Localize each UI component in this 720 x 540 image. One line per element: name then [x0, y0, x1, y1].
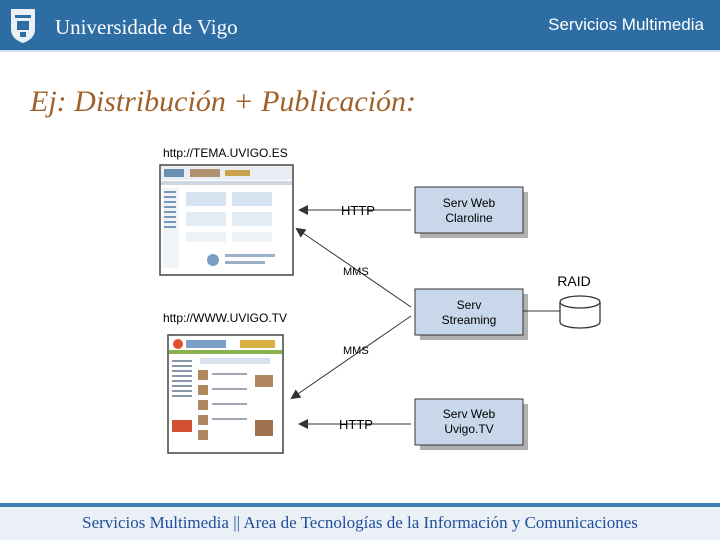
server-claroline-line1: Serv Web: [443, 196, 496, 210]
protocol-mms-top: MMS: [343, 266, 369, 278]
url-tema: http://TEMA.UVIGO.ES: [163, 146, 288, 160]
server-claroline: Serv Web Claroline: [415, 187, 528, 238]
server-uvigotv-line1: Serv Web: [443, 407, 496, 421]
server-streaming: Serv Streaming: [415, 289, 528, 340]
footer-stripe: [0, 503, 720, 507]
protocol-http-top: HTTP: [341, 203, 375, 218]
arrow-mms-bottom: [292, 316, 411, 398]
server-uvigotv-line2: Uvigo.TV: [444, 422, 493, 436]
server-uvigotv: Serv Web Uvigo.TV: [415, 399, 528, 450]
server-streaming-line1: Serv: [457, 298, 482, 312]
footer-text: Servicios Multimedia || Area de Tecnolog…: [0, 513, 720, 533]
protocol-mms-bottom: MMS: [343, 345, 369, 357]
url-uvigotv: http://WWW.UVIGO.TV: [163, 311, 287, 325]
tema-website-screenshot: [160, 165, 293, 275]
uvigotv-website-screenshot: [168, 335, 283, 453]
raid-storage-icon: [560, 296, 600, 328]
raid-label: RAID: [557, 273, 590, 289]
server-streaming-line2: Streaming: [442, 313, 497, 327]
server-claroline-line2: Claroline: [445, 211, 493, 225]
protocol-http-bottom: HTTP: [339, 417, 373, 432]
